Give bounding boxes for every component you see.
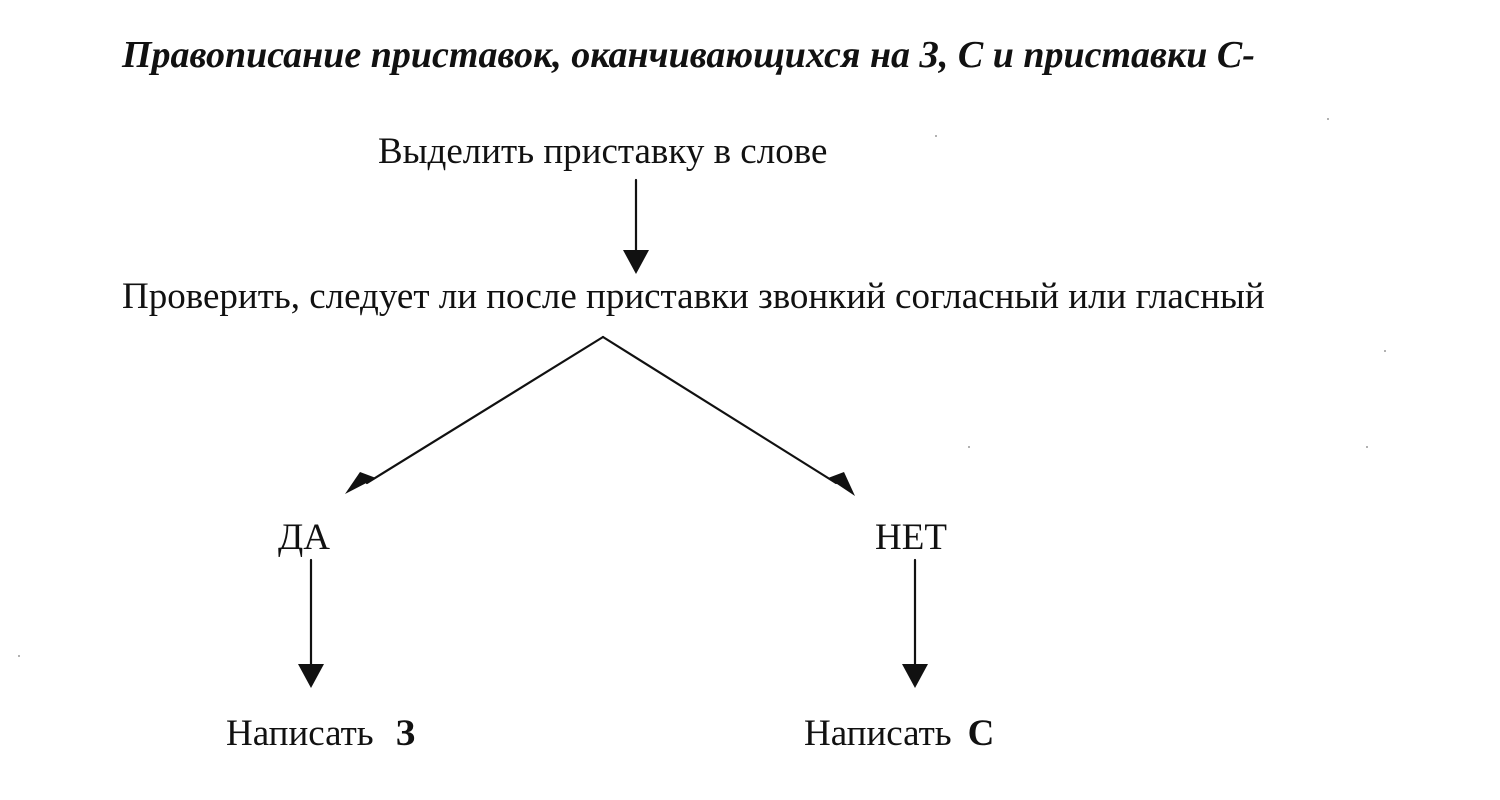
diagram-title: Правописание приставок, оканчивающихся н…: [122, 34, 1255, 76]
arrow-check-to-no-line: [601, 335, 838, 485]
step-check-following-sound: Проверить, следует ли после приставки зв…: [122, 276, 1265, 317]
step-select-prefix: Выделить приставку в слове: [378, 131, 828, 172]
arrowhead-result-s: [902, 664, 928, 688]
scan-speck: [1327, 118, 1329, 120]
branch-yes-label: ДА: [278, 517, 330, 558]
scan-speck: [1366, 446, 1368, 448]
result-write-z: Написать З: [226, 715, 415, 752]
result-letter-z: З: [395, 713, 416, 754]
result-write-z-prefix: Написать: [226, 713, 374, 754]
scan-speck: [1384, 350, 1386, 352]
arrowhead-check: [623, 250, 649, 274]
result-write-s-prefix: Написать: [804, 713, 952, 754]
arrow-check-to-yes-line: [365, 335, 605, 485]
arrowhead-yes: [345, 472, 376, 494]
arrowhead-result-z: [298, 664, 324, 688]
result-write-s: Написать С: [804, 715, 994, 752]
arrowhead-no: [828, 472, 855, 496]
result-letter-s: С: [967, 713, 995, 754]
branch-no-label: НЕТ: [875, 517, 947, 558]
scan-speck: [968, 446, 970, 448]
scan-speck: [935, 135, 937, 137]
scan-speck: [18, 655, 20, 657]
